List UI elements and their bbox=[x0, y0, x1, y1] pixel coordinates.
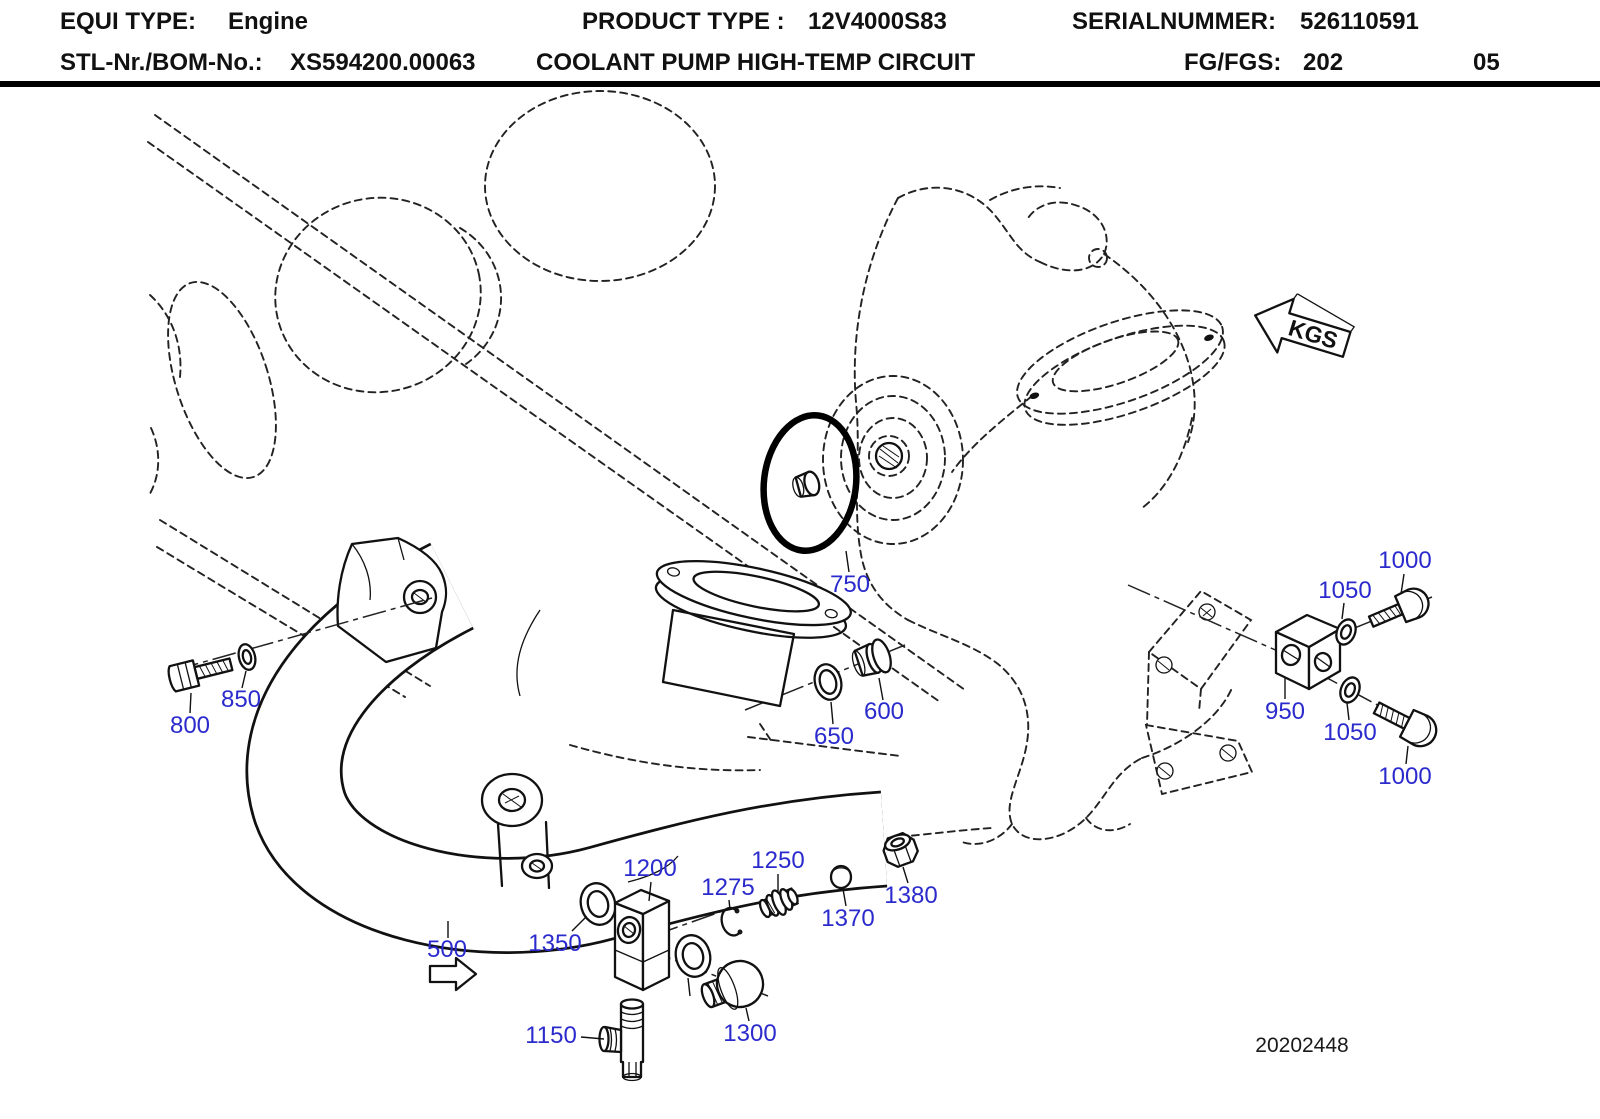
circlip-1275 bbox=[720, 906, 743, 937]
bom-number-value: XS594200.00063 bbox=[290, 49, 476, 76]
bolt-1000-top bbox=[1367, 587, 1430, 628]
washer-1350 bbox=[579, 882, 617, 926]
view-direction-arrow bbox=[428, 956, 478, 992]
fg-fgs-label: FG/FGS: bbox=[1184, 49, 1282, 76]
callout-500: 500 bbox=[426, 936, 468, 963]
callout-650: 650 bbox=[813, 723, 855, 750]
callout-950: 950 bbox=[1264, 698, 1306, 725]
screw-plug-1300 bbox=[700, 959, 765, 1010]
washer-1050-bottom bbox=[1339, 676, 1361, 704]
drain-valve-1150 bbox=[598, 998, 645, 1082]
bolt-800 bbox=[167, 657, 234, 693]
callout-800: 800 bbox=[169, 712, 211, 739]
pump-bracket-outline bbox=[1144, 589, 1254, 796]
ball-1370 bbox=[829, 864, 853, 890]
elbow-flange-neck bbox=[661, 608, 796, 708]
washer-1050-top bbox=[1335, 618, 1357, 646]
callout-leaders bbox=[189, 550, 1409, 1040]
callout-1050-top: 1050 bbox=[1318, 577, 1372, 604]
valve-body-1200 bbox=[613, 888, 671, 992]
callout-1350: 1350 bbox=[528, 930, 582, 957]
center-line-800 bbox=[174, 597, 433, 671]
screw-plug-600 bbox=[851, 638, 892, 677]
serial-number-value: 526110591 bbox=[1300, 8, 1419, 35]
kgs-direction-arrow: KGS bbox=[1254, 293, 1356, 358]
washer-850 bbox=[237, 643, 257, 671]
plug-in-oring bbox=[792, 470, 821, 498]
elbow-flange bbox=[654, 559, 852, 639]
drawing-number: 20202448 bbox=[1255, 1034, 1349, 1057]
bolt-1000-bottom bbox=[1372, 701, 1438, 748]
product-type-value: 12V4000S83 bbox=[808, 8, 947, 35]
callout-1200: 1200 bbox=[623, 855, 677, 882]
header-divider bbox=[0, 81, 1600, 87]
washer-1300-seal bbox=[674, 934, 712, 978]
equi-type-value: Engine bbox=[228, 8, 309, 35]
callout-850: 850 bbox=[220, 686, 262, 713]
callout-1150: 1150 bbox=[525, 1022, 577, 1049]
callout-600: 600 bbox=[863, 698, 905, 725]
callout-1250: 1250 bbox=[751, 847, 805, 874]
elbow-bosses bbox=[480, 772, 554, 890]
equi-type-label: EQUI TYPE: bbox=[60, 8, 197, 35]
fitting-1250 bbox=[758, 887, 799, 919]
seal-ring-650 bbox=[813, 663, 843, 701]
o-ring-750 bbox=[760, 412, 860, 554]
callout-1380: 1380 bbox=[884, 882, 938, 909]
sheet-title: COOLANT PUMP HIGH-TEMP CIRCUIT bbox=[536, 49, 976, 76]
sheet-number: 05 bbox=[1473, 49, 1500, 76]
callout-750: 750 bbox=[829, 571, 871, 598]
callout-1000-top: 1000 bbox=[1378, 547, 1432, 574]
elbow-bracket bbox=[336, 536, 448, 664]
callout-1370: 1370 bbox=[821, 905, 875, 932]
water-pump-outline bbox=[822, 186, 1254, 845]
pump-hub bbox=[868, 435, 910, 477]
fg-fgs-value: 202 bbox=[1303, 49, 1344, 76]
callout-1275: 1275 bbox=[701, 874, 755, 901]
connector-block-950 bbox=[1274, 613, 1342, 691]
product-type-label: PRODUCT TYPE : bbox=[582, 8, 785, 35]
callout-1000-bottom: 1000 bbox=[1378, 763, 1432, 790]
bom-number-label: STL-Nr./BOM-No.: bbox=[60, 49, 263, 76]
callout-1300: 1300 bbox=[723, 1020, 777, 1047]
serial-number-label: SERIALNUMMER: bbox=[1072, 8, 1276, 35]
engine-block-outline bbox=[147, 90, 1061, 703]
callout-1050-bottom: 1050 bbox=[1323, 719, 1377, 746]
nut-1380 bbox=[882, 831, 919, 868]
